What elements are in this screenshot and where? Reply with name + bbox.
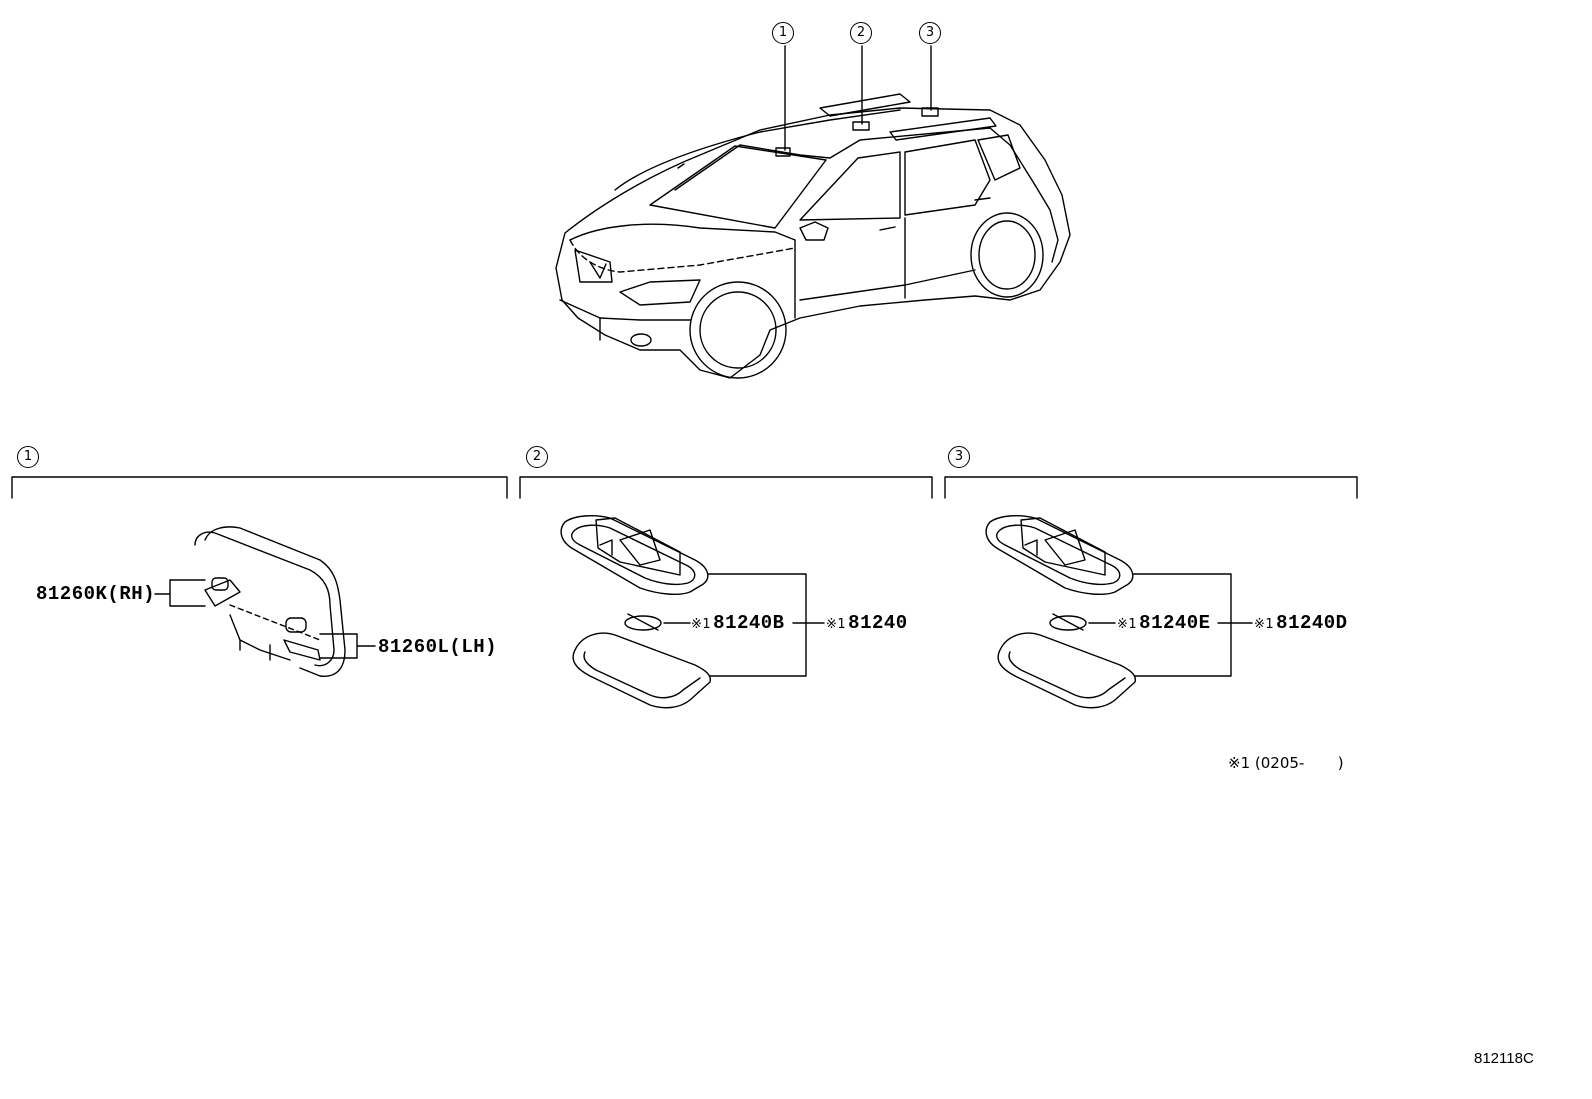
vehicle-callout-1: 1 bbox=[772, 22, 794, 44]
section-marker-3: 3 bbox=[948, 446, 970, 468]
applicability-mark: ※1 bbox=[1254, 617, 1275, 632]
diagram-code: 812118C bbox=[1474, 1050, 1534, 1067]
section-brackets bbox=[11, 476, 1358, 499]
applicability-mark: ※1 bbox=[1117, 617, 1138, 632]
footnote-mark: ※1 bbox=[1228, 754, 1251, 772]
footnote-text: (0205- ) bbox=[1254, 754, 1344, 772]
vehicle-callout-3: 3 bbox=[919, 22, 941, 44]
room-lamp-assembly-3 bbox=[985, 514, 1253, 709]
room-lamp-assembly-2 bbox=[560, 514, 825, 709]
section-marker-2: 2 bbox=[526, 446, 548, 468]
part-number: 81240 bbox=[848, 612, 908, 634]
applicability-mark: ※1 bbox=[691, 617, 712, 632]
applicability-mark: ※1 bbox=[826, 617, 847, 632]
section-marker-1: 1 bbox=[17, 446, 39, 468]
callout-leaders bbox=[784, 45, 932, 151]
part-number: 81240E bbox=[1139, 612, 1211, 634]
applicability-footnote: ※1 (0205- ) bbox=[1228, 754, 1344, 772]
part-number: 81240D bbox=[1276, 612, 1348, 634]
part-label-81260k-rh[interactable]: 81260K(RH) bbox=[36, 583, 156, 605]
vehicle-illustration bbox=[555, 93, 1071, 379]
part-label-81260l-lh[interactable]: 81260L(LH) bbox=[378, 636, 498, 658]
part-number: 81240B bbox=[713, 612, 785, 634]
vehicle-callout-2: 2 bbox=[850, 22, 872, 44]
map-lamp-assembly bbox=[154, 526, 376, 677]
